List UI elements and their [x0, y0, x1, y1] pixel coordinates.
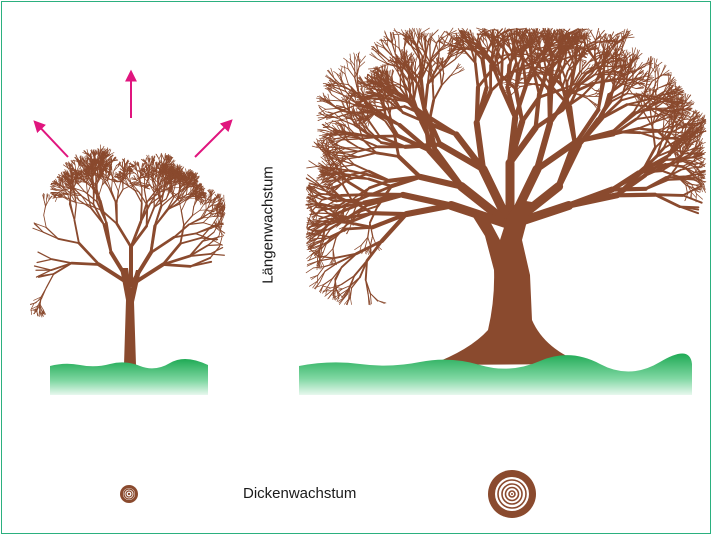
- growth-arrows: [35, 72, 231, 157]
- length-growth-label: Längenwachstum: [260, 166, 277, 284]
- small-ground: [50, 359, 208, 395]
- thickness-growth-label: Dickenwachstum: [243, 485, 356, 502]
- tree-ring-icon: [488, 470, 536, 518]
- small-tree: [30, 145, 225, 365]
- growth-arrow-icon: [195, 121, 231, 157]
- tree-ring-icon: [120, 485, 138, 503]
- large-tree-trunk: [430, 200, 585, 365]
- large-tree: [306, 28, 706, 365]
- length-growth-label-box: Längenwachstum: [256, 140, 280, 310]
- growth-arrow-icon: [35, 122, 68, 157]
